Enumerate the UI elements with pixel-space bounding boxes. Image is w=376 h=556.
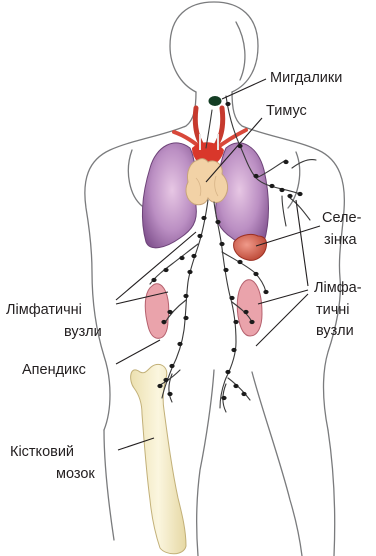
lymph-node <box>215 220 220 224</box>
label-appendix: Апендикс <box>22 362 86 378</box>
label-nodes-left-2: вузли <box>64 324 102 340</box>
label-tonsils: Мигдалики <box>270 70 342 86</box>
lymph-node <box>219 242 224 246</box>
lymph-node <box>197 234 202 238</box>
lymph-node <box>231 348 236 352</box>
right-intestine <box>237 280 262 336</box>
lymph-node <box>221 396 226 400</box>
lymph-node <box>229 296 234 300</box>
lymph-node <box>163 268 168 272</box>
label-marrow-2: мозок <box>56 466 95 482</box>
label-marrow-1: Кістковий <box>10 444 74 460</box>
lymph-node <box>177 342 182 346</box>
lymph-node <box>249 320 254 324</box>
lymph-node <box>263 290 268 294</box>
lymph-node <box>297 192 302 196</box>
leader-appendix <box>116 340 160 364</box>
label-thymus: Тимус <box>266 103 307 119</box>
lymph-node <box>161 320 166 324</box>
lymph-node <box>225 370 230 374</box>
label-nodes-right-1: Лімфа- <box>314 280 362 296</box>
leader-nodes-right-3 <box>256 294 308 346</box>
tonsil-organ <box>209 96 222 106</box>
label-nodes-right-3: вузли <box>316 323 354 339</box>
label-spleen-1: Селе- <box>322 210 362 226</box>
leader-tonsils <box>222 79 266 99</box>
lymph-node <box>233 384 238 388</box>
lymph-node <box>157 384 162 388</box>
lymph-node <box>233 320 238 324</box>
lymph-node <box>253 272 258 276</box>
lymph-node <box>151 278 156 282</box>
lymph-node <box>191 254 196 258</box>
bone-marrow-femur <box>131 364 186 553</box>
lymph-node <box>201 216 206 220</box>
lymph-node <box>279 188 284 192</box>
lymph-node <box>167 392 172 396</box>
appendix-organ <box>145 284 169 339</box>
lymph-node <box>187 270 192 274</box>
lymph-node <box>169 364 174 368</box>
lymph-node <box>225 102 230 106</box>
lymph-node <box>179 256 184 260</box>
label-nodes-left-1: Лімфатичні <box>6 302 82 318</box>
lymph-node <box>241 392 246 396</box>
lymph-node <box>243 310 248 314</box>
lymph-node <box>269 184 274 188</box>
lymph-node <box>253 174 258 178</box>
label-spleen-2: зінка <box>324 232 358 248</box>
spleen-organ <box>234 234 267 260</box>
lymph-node <box>163 378 168 382</box>
leader-nodes-right-1 <box>296 200 308 286</box>
lymph-node <box>167 310 172 314</box>
lymph-node <box>183 316 188 320</box>
lymph-node <box>183 294 188 298</box>
lymph-node <box>287 194 292 198</box>
lymph-node <box>237 260 242 264</box>
lymph-node <box>223 268 228 272</box>
label-nodes-right-2: тичні <box>316 302 350 318</box>
lymph-node <box>283 160 288 164</box>
